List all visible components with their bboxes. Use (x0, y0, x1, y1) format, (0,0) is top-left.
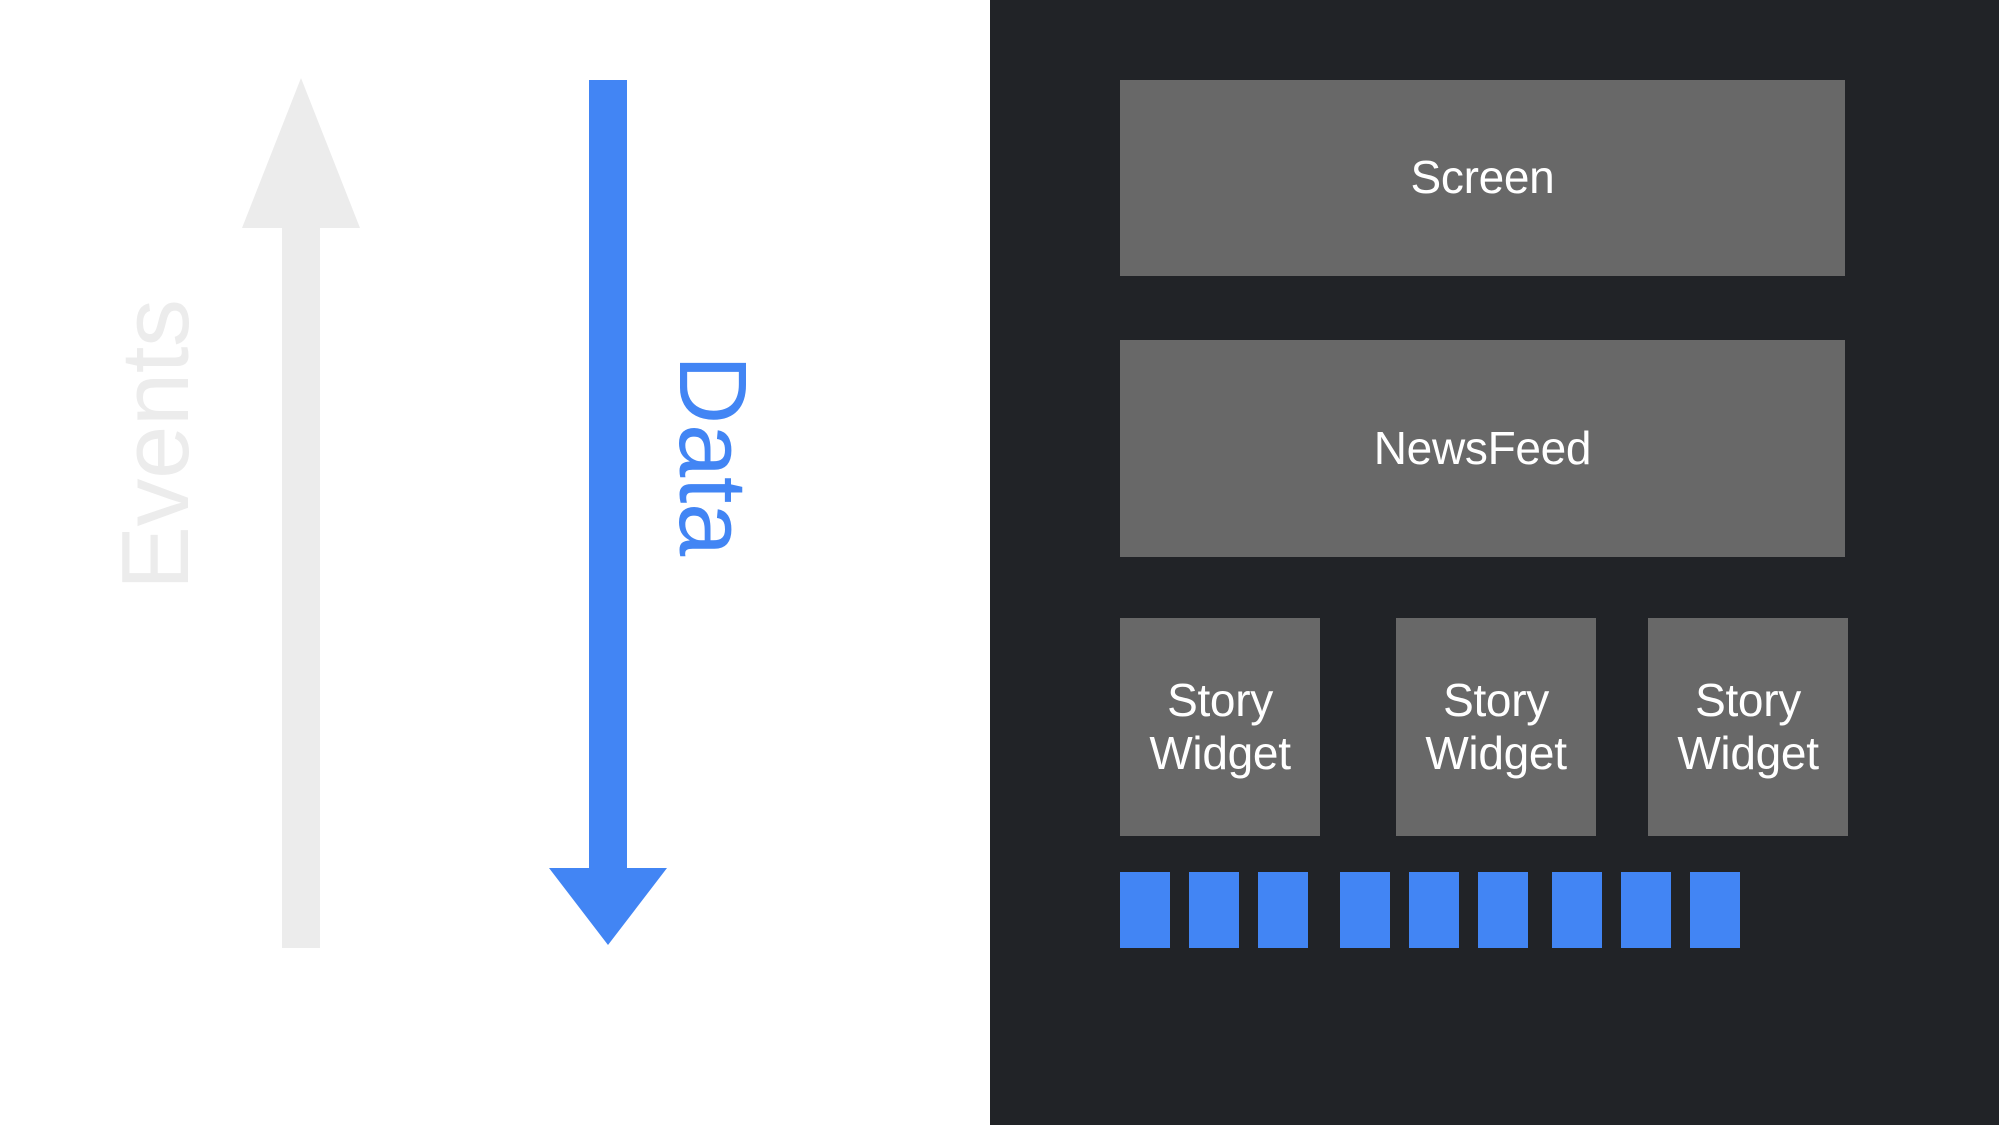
events-flow-label: Events (102, 299, 209, 590)
leaf-node[interactable] (1258, 872, 1308, 948)
component-box-newsfeed[interactable]: NewsFeed (1120, 340, 1845, 557)
widget-label-line2: Widget (1677, 727, 1819, 779)
component-box-story-widget-2-label: Story Widget (1425, 673, 1567, 781)
leaf-node[interactable] (1552, 872, 1602, 948)
data-arrow-icon (549, 80, 667, 945)
leaf-node[interactable] (1120, 872, 1170, 948)
component-box-story-widget-3[interactable]: Story Widget (1648, 618, 1848, 836)
leaf-node-group-1 (1120, 872, 1308, 948)
leaf-node[interactable] (1409, 872, 1459, 948)
widget-label-line2: Widget (1425, 727, 1567, 779)
component-box-story-widget-2[interactable]: Story Widget (1396, 618, 1596, 836)
leaf-node[interactable] (1189, 872, 1239, 948)
widget-label-line2: Widget (1149, 727, 1291, 779)
component-box-screen[interactable]: Screen (1120, 80, 1845, 276)
component-box-story-widget-1[interactable]: Story Widget (1120, 618, 1320, 836)
component-box-newsfeed-label: NewsFeed (1373, 421, 1592, 474)
leaf-node[interactable] (1478, 872, 1528, 948)
leaf-node[interactable] (1621, 872, 1671, 948)
flow-legend-panel: Events Data (0, 0, 990, 1125)
widget-label-line1: Story (1167, 673, 1273, 726)
widget-label-line1: Story (1695, 673, 1801, 726)
data-flow-label: Data (659, 355, 766, 556)
component-tree-panel: Screen NewsFeed Story Widget Story Widge… (990, 0, 1999, 1125)
events-arrow-icon (242, 78, 360, 948)
leaf-node[interactable] (1340, 872, 1390, 948)
component-box-story-widget-1-label: Story Widget (1149, 673, 1291, 781)
component-box-screen-label: Screen (1410, 151, 1555, 204)
leaf-node-group-3 (1552, 872, 1740, 948)
leaf-node[interactable] (1690, 872, 1740, 948)
component-box-story-widget-3-label: Story Widget (1677, 673, 1819, 781)
widget-label-line1: Story (1443, 673, 1549, 726)
leaf-node-group-2 (1340, 872, 1528, 948)
